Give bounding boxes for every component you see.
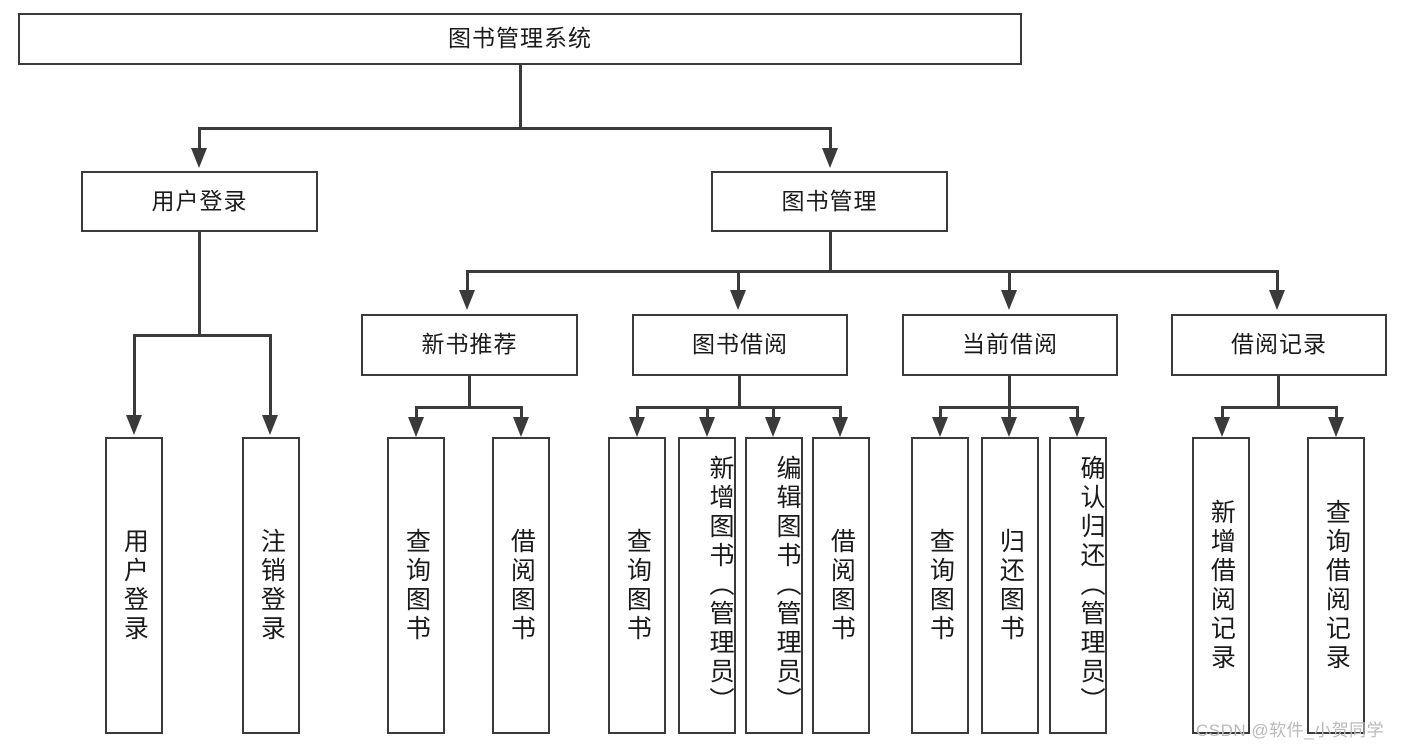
leaf-user-login-logout[interactable]: 注销登录 bbox=[242, 437, 300, 734]
edge-user-login-stem bbox=[198, 232, 201, 336]
leaf-label: 用户登录 bbox=[120, 527, 149, 644]
arrow-br-to-leaf-0 bbox=[1214, 417, 1230, 437]
leaf-label: 注销登录 bbox=[257, 527, 286, 644]
node-label: 图书管理系统 bbox=[448, 25, 592, 52]
edge-bm-to-l3-0 bbox=[466, 270, 469, 291]
leaf-bb-query-book[interactable]: 查询图书 bbox=[608, 437, 666, 734]
arrow-cb-to-leaf-1 bbox=[1001, 417, 1017, 437]
node-label: 借阅记录 bbox=[1231, 331, 1327, 358]
edge-root-to-user-login bbox=[198, 127, 201, 149]
edge-root-to-book-management bbox=[829, 127, 832, 149]
edge-bb-to-leaf-2 bbox=[772, 406, 775, 418]
edge-cb-to-leaf-2 bbox=[1076, 406, 1079, 418]
node-new-book-recommend[interactable]: 新书推荐 bbox=[361, 314, 578, 376]
leaf-label: 查询图书 bbox=[623, 527, 652, 644]
node-label: 图书借阅 bbox=[692, 331, 788, 358]
arrow-nbr-to-leaf-1 bbox=[513, 417, 529, 437]
node-root-book-management-system[interactable]: 图书管理系统 bbox=[18, 13, 1022, 65]
edge-br-to-leaf-1 bbox=[1335, 406, 1338, 418]
edge-user-login-to-leaf-1 bbox=[269, 334, 272, 416]
edge-nbr-stem bbox=[468, 376, 471, 408]
arrow-bb-to-leaf-0 bbox=[629, 417, 645, 437]
edge-bb-bus bbox=[636, 406, 842, 409]
arrow-root-to-book-management bbox=[822, 148, 838, 168]
leaf-label: 归还图书 bbox=[996, 527, 1025, 644]
edge-nbr-to-leaf-0 bbox=[415, 406, 418, 418]
node-book-borrow[interactable]: 图书借阅 bbox=[632, 314, 848, 376]
edge-cb-stem bbox=[1008, 376, 1011, 408]
edge-user-login-to-leaf-0 bbox=[133, 334, 136, 416]
leaf-bb-borrow-book[interactable]: 借阅图书 bbox=[812, 437, 870, 734]
node-user-login[interactable]: 用户登录 bbox=[81, 171, 318, 232]
arrow-user-login-to-leaf-1 bbox=[262, 415, 278, 435]
leaf-label: 借阅图书 bbox=[827, 527, 856, 644]
arrow-bm-to-l3-3 bbox=[1269, 290, 1285, 310]
leaf-bb-edit-book-admin[interactable]: 编辑图书（管理员） bbox=[745, 437, 803, 734]
leaf-user-login-login[interactable]: 用户登录 bbox=[105, 437, 163, 734]
arrow-bb-to-leaf-3 bbox=[832, 417, 848, 437]
edge-nbr-bus bbox=[415, 406, 523, 409]
node-book-management[interactable]: 图书管理 bbox=[711, 171, 948, 232]
leaf-label: 借阅图书 bbox=[507, 527, 536, 644]
arrow-nbr-to-leaf-0 bbox=[408, 417, 424, 437]
leaf-label: 查询借阅记录 bbox=[1322, 498, 1351, 673]
edge-bm-to-l3-1 bbox=[737, 270, 740, 291]
node-label: 图书管理 bbox=[781, 187, 878, 214]
arrow-root-to-user-login bbox=[191, 148, 207, 168]
edge-br-bus bbox=[1221, 406, 1338, 409]
arrow-bm-to-l3-2 bbox=[1001, 290, 1017, 310]
node-label: 新书推荐 bbox=[421, 331, 518, 358]
leaf-cb-return-book[interactable]: 归还图书 bbox=[981, 437, 1039, 734]
edge-root-stem bbox=[519, 65, 522, 129]
edge-br-to-leaf-0 bbox=[1221, 406, 1224, 418]
edge-book-management-stem bbox=[829, 232, 832, 272]
node-label: 当前借阅 bbox=[962, 331, 1058, 358]
leaf-cb-confirm-return-admin[interactable]: 确认归还（管理员） bbox=[1049, 437, 1107, 734]
arrow-bm-to-l3-0 bbox=[459, 290, 475, 310]
edge-bm-to-l3-3 bbox=[1276, 270, 1279, 291]
leaf-bb-add-book-admin[interactable]: 新增图书（管理员） bbox=[678, 437, 736, 734]
arrow-bm-to-l3-1 bbox=[730, 290, 746, 310]
leaf-label: 查询图书 bbox=[402, 527, 431, 644]
edge-cb-to-leaf-1 bbox=[1008, 406, 1011, 418]
leaf-br-query-record[interactable]: 查询借阅记录 bbox=[1307, 437, 1365, 734]
edge-bb-to-leaf-1 bbox=[706, 406, 709, 418]
arrow-cb-to-leaf-0 bbox=[932, 417, 948, 437]
edge-nbr-to-leaf-1 bbox=[520, 406, 523, 418]
edge-user-login-bus bbox=[133, 334, 271, 337]
node-current-borrow[interactable]: 当前借阅 bbox=[902, 314, 1118, 376]
edge-book-management-bus bbox=[466, 270, 1279, 273]
arrow-br-to-leaf-1 bbox=[1328, 417, 1344, 437]
arrow-bb-to-leaf-1 bbox=[699, 417, 715, 437]
leaf-label: 查询图书 bbox=[926, 527, 955, 644]
leaf-label: 新增图书（管理员） bbox=[706, 455, 734, 716]
node-borrow-record[interactable]: 借阅记录 bbox=[1171, 314, 1387, 376]
leaf-nbr-borrow-book[interactable]: 借阅图书 bbox=[492, 437, 550, 734]
edge-br-stem bbox=[1277, 376, 1280, 408]
edge-bb-to-leaf-0 bbox=[636, 406, 639, 418]
leaf-br-add-record[interactable]: 新增借阅记录 bbox=[1192, 437, 1250, 734]
edge-root-bus bbox=[198, 127, 832, 130]
edge-cb-to-leaf-0 bbox=[939, 406, 942, 418]
edge-bm-to-l3-2 bbox=[1008, 270, 1011, 291]
leaf-label: 新增借阅记录 bbox=[1207, 498, 1236, 673]
arrow-user-login-to-leaf-0 bbox=[126, 415, 142, 435]
leaf-cb-query-book[interactable]: 查询图书 bbox=[911, 437, 969, 734]
edge-bb-to-leaf-3 bbox=[839, 406, 842, 418]
leaf-label: 编辑图书（管理员） bbox=[773, 455, 801, 716]
leaf-label: 确认归还（管理员） bbox=[1077, 455, 1105, 716]
arrow-bb-to-leaf-2 bbox=[765, 417, 781, 437]
edge-bb-stem bbox=[738, 376, 741, 408]
node-label: 用户登录 bbox=[151, 187, 248, 214]
csdn-watermark: CSDN @软件_小贺同学 bbox=[1196, 721, 1385, 740]
arrow-cb-to-leaf-2 bbox=[1069, 417, 1085, 437]
leaf-nbr-query-book[interactable]: 查询图书 bbox=[387, 437, 445, 734]
